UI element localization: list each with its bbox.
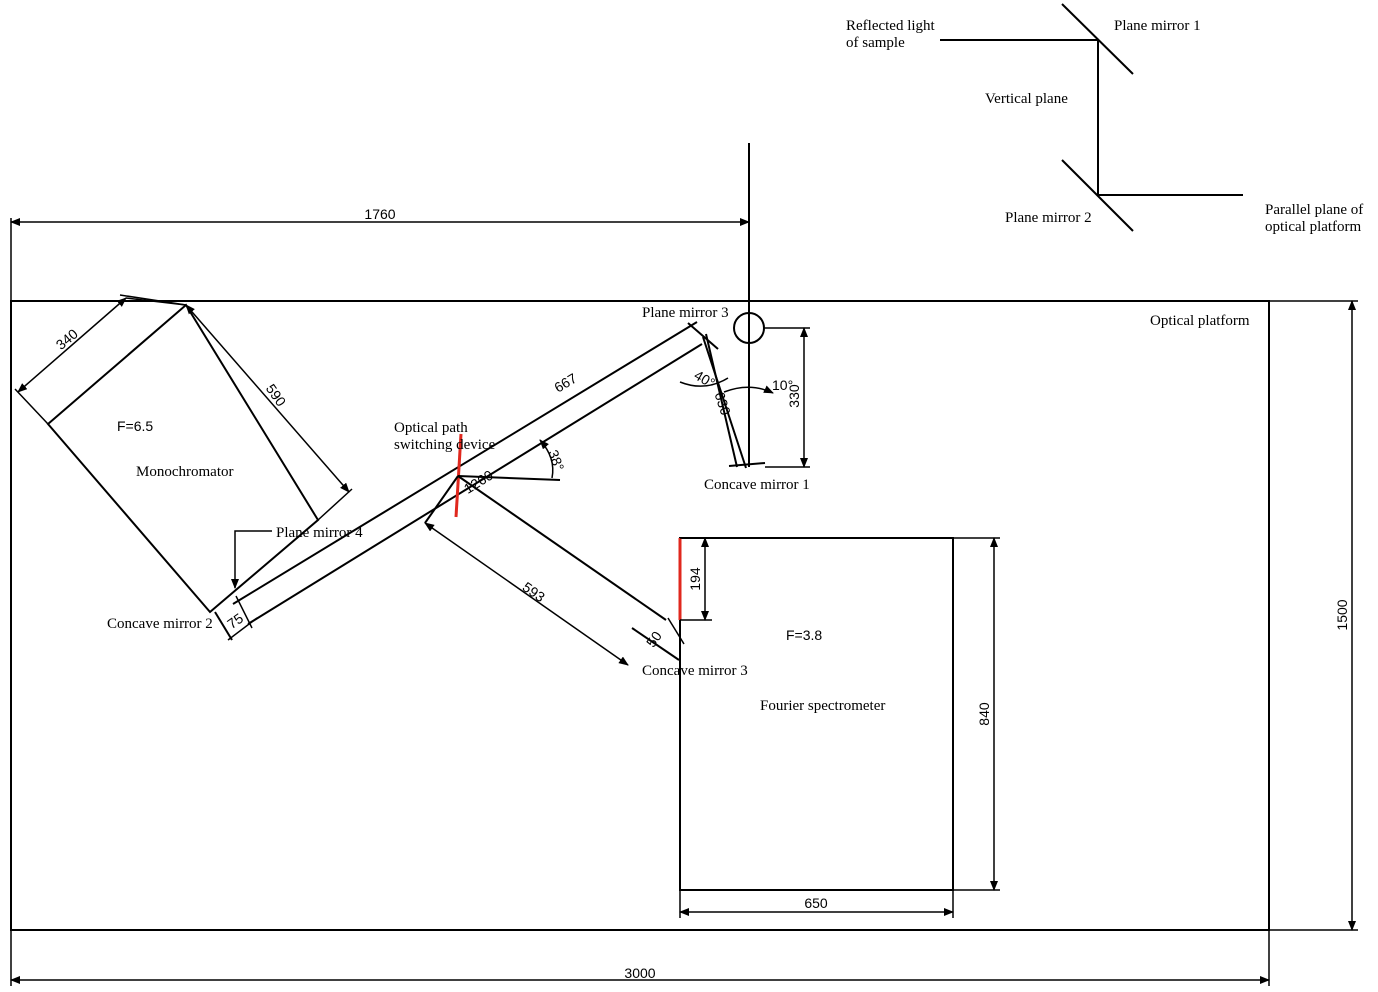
angle-40-arc	[679, 377, 729, 387]
reflected-light-label-2: of sample	[846, 35, 905, 51]
plane-mirror-1-shape	[1061, 3, 1134, 75]
dim-340-ext-a	[14, 388, 49, 425]
concave-mirror-3-label: Concave mirror 3	[642, 663, 748, 679]
switch-reference-line	[457, 475, 561, 481]
fourier-f-number: F=3.8	[786, 627, 822, 643]
dim-593-line	[424, 522, 629, 666]
concave-mirror-1-label: Concave mirror 1	[704, 477, 810, 493]
beam-cm1-to-pm3-edge	[705, 333, 738, 468]
dim-50-ext	[667, 617, 685, 645]
angle-10-text: 10°	[772, 377, 793, 393]
beam-pm3-to-cm2-upper	[232, 321, 698, 605]
fourier-spectrometer-label: Fourier spectrometer	[760, 698, 885, 714]
plane-mirror-4-pointer	[231, 530, 272, 589]
plane-mirror-1-label: Plane mirror 1	[1114, 18, 1201, 34]
concave-mirror-2-shape	[214, 611, 233, 641]
dim-650-text: 650	[804, 895, 828, 911]
vertical-plane-label: Vertical plane	[985, 91, 1068, 107]
periscope-inset	[940, 3, 1243, 232]
dim-590-ext	[317, 488, 353, 521]
angle-10-arc	[723, 385, 774, 394]
plane-mirror-3-shape	[687, 322, 719, 350]
parallel-plane-label-1: Parallel plane of	[1265, 202, 1363, 218]
angle-38-text: 38°	[545, 448, 567, 473]
dim-194-text: 194	[687, 567, 703, 591]
dim-593-text: 593	[520, 579, 548, 606]
dim-667-text: 667	[551, 370, 579, 396]
monochromator-f-number: F=6.5	[117, 418, 153, 434]
dim-340-text: 340	[53, 325, 81, 352]
dim-590-line	[185, 304, 350, 493]
parallel-plane-label-2: optical platform	[1265, 219, 1362, 235]
plane-mirror-2-shape	[1061, 159, 1134, 232]
dim-590-ext-top	[125, 297, 187, 306]
optical-platform-label: Optical platform	[1150, 313, 1250, 329]
optical-platform-outline	[10, 300, 1270, 931]
plane-mirror-4-label: Plane mirror 4	[276, 525, 363, 541]
concave-mirror-3-shape	[631, 627, 680, 661]
plane-mirror-2-label: Plane mirror 2	[1005, 210, 1092, 226]
dim-50-text: 50	[643, 628, 665, 650]
fourier-spectrometer-body	[679, 537, 954, 891]
dim-1760-text: 1760	[364, 206, 395, 222]
beam-switch-to-cm3	[457, 475, 667, 621]
switching-device-label-1: Optical path	[394, 420, 468, 436]
monochromator-label: Monochromator	[136, 464, 233, 480]
switch-to-cm3-short	[424, 475, 459, 524]
plane-mirror-3-label: Plane mirror 3	[642, 305, 729, 321]
switching-device-label-2: switching device	[394, 437, 496, 453]
dim-340-line	[17, 297, 127, 393]
reflected-light-label-1: Reflected light	[846, 18, 936, 34]
dim-1500-text: 1500	[1334, 599, 1350, 630]
dim-590-text: 590	[263, 381, 290, 409]
dim-630-text: 630	[712, 390, 735, 417]
dim-840-text: 840	[976, 702, 992, 726]
dim-75-line	[227, 617, 258, 641]
dim-75-ext	[235, 595, 253, 629]
angle-38-arc	[539, 439, 554, 479]
concave-mirror-1-shape	[728, 462, 766, 467]
monochromator-body	[46, 303, 320, 614]
dim-3000-text: 3000	[624, 965, 655, 981]
beam-pm3-to-cm2-lower	[247, 343, 703, 625]
concave-mirror-2-label: Concave mirror 2	[107, 616, 213, 632]
dim-330-text: 330	[786, 384, 802, 408]
beam-cm1-to-pm3	[702, 336, 747, 469]
